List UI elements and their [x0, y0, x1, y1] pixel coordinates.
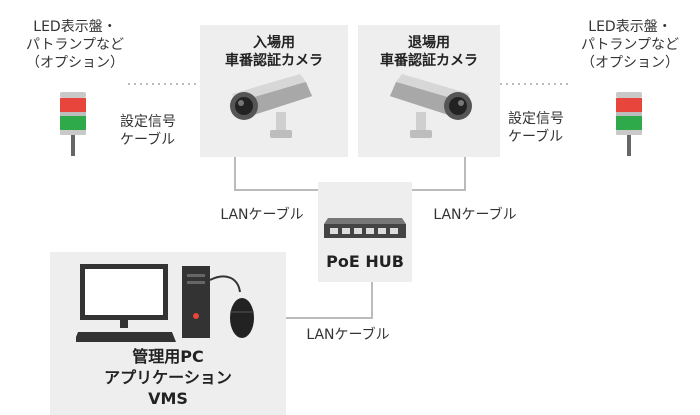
right-signal-cable-line2: ケーブル: [508, 129, 564, 145]
right-signal-cable-line1: 設定信号: [508, 111, 564, 127]
lan-label-left: LANケーブル: [220, 207, 304, 223]
pc-label-line2: アプリケーション: [104, 368, 232, 387]
left-indicator-line1: LED表示盤・: [33, 19, 117, 35]
pc-label: 管理用PC アプリケーション VMS: [50, 346, 286, 409]
left-signal-cable-line2: ケーブル: [120, 132, 176, 148]
left-indicator-line2: パトランプなど: [26, 37, 124, 53]
left-indicator-line3: （オプション）: [26, 55, 124, 71]
poe-hub-icon: [324, 218, 406, 238]
pc-label-line3: VMS: [148, 389, 188, 408]
right-indicator-line1: LED表示盤・: [588, 19, 672, 35]
exit-camera-title-line1: 退場用: [408, 35, 450, 51]
right-indicator-label: LED表示盤・ パトランプなど （オプション）: [565, 18, 695, 72]
left-signal-cable-line1: 設定信号: [120, 114, 176, 130]
exit-lan-line: [412, 157, 466, 191]
lan-label-right: LANケーブル: [433, 207, 517, 223]
left-indicator-label: LED表示盤・ パトランプなど （オプション）: [10, 18, 140, 72]
poe-hub-label: PoE HUB: [326, 252, 404, 271]
left-stack-lamp-icon: [60, 92, 86, 156]
pc-label-line1: 管理用PC: [132, 347, 204, 366]
entry-camera-title-line2: 車番認証カメラ: [225, 53, 323, 69]
exit-camera-title-line2: 車番認証カメラ: [380, 53, 478, 69]
pc-icon: [76, 264, 254, 342]
entry-camera-title: 入場用 車番認証カメラ: [200, 34, 348, 70]
right-indicator-line3: （オプション）: [581, 55, 679, 71]
left-signal-cable-label: 設定信号 ケーブル: [120, 113, 202, 149]
right-stack-lamp-icon: [616, 92, 642, 156]
exit-camera-icon: [390, 74, 472, 138]
entry-camera-title-line1: 入場用: [253, 35, 295, 51]
right-signal-cable-label: 設定信号 ケーブル: [508, 110, 588, 146]
pc-lan-line: [286, 282, 373, 319]
exit-camera-title: 退場用 車番認証カメラ: [358, 34, 500, 70]
entry-camera-icon: [230, 74, 312, 138]
lan-label-pc: LANケーブル: [306, 327, 390, 343]
right-indicator-line2: パトランプなど: [581, 37, 679, 53]
entry-lan-line: [234, 157, 318, 191]
